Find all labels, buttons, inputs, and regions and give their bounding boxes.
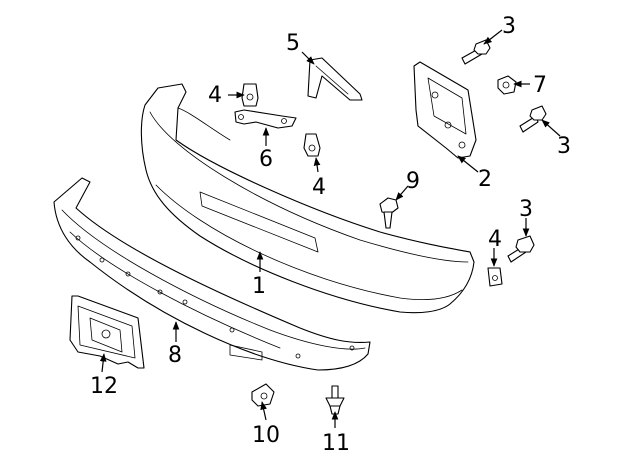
nut-clip-upper-left — [241, 83, 259, 107]
callout-5: 5 — [286, 31, 300, 56]
strap-bracket — [307, 57, 363, 101]
leader-lines — [99, 29, 561, 428]
lower-valance — [53, 177, 371, 371]
callout-4-center: 4 — [312, 175, 326, 200]
callout-10: 10 — [252, 423, 280, 448]
bolt-middle — [519, 105, 547, 133]
push-pin-fastener — [379, 197, 399, 229]
callout-11: 11 — [322, 431, 350, 456]
callout-2: 2 — [478, 167, 492, 192]
nut-clip-right — [487, 267, 503, 287]
callout-3-middle: 3 — [557, 134, 571, 159]
bolt-lower — [507, 235, 535, 263]
push-rivet — [325, 385, 345, 415]
nut-clip-center — [303, 133, 321, 157]
callout-7: 7 — [533, 73, 547, 98]
retainer-clip — [251, 383, 275, 407]
callout-1: 1 — [252, 274, 266, 299]
callout-4-upper-left: 4 — [208, 83, 222, 108]
callout-4-right: 4 — [488, 227, 502, 252]
callout-3-lower: 3 — [519, 197, 533, 222]
bolt-top — [461, 39, 491, 65]
support-bracket — [234, 109, 297, 129]
callout-12: 12 — [90, 374, 118, 399]
license-plate-bracket — [69, 295, 145, 369]
callout-8: 8 — [168, 343, 182, 368]
nut — [497, 75, 517, 95]
mounting-bracket — [413, 61, 477, 159]
callout-9: 9 — [406, 169, 420, 194]
callout-3-top: 3 — [502, 14, 516, 39]
callout-6: 6 — [259, 147, 273, 172]
bumper-face-bar — [140, 83, 475, 314]
